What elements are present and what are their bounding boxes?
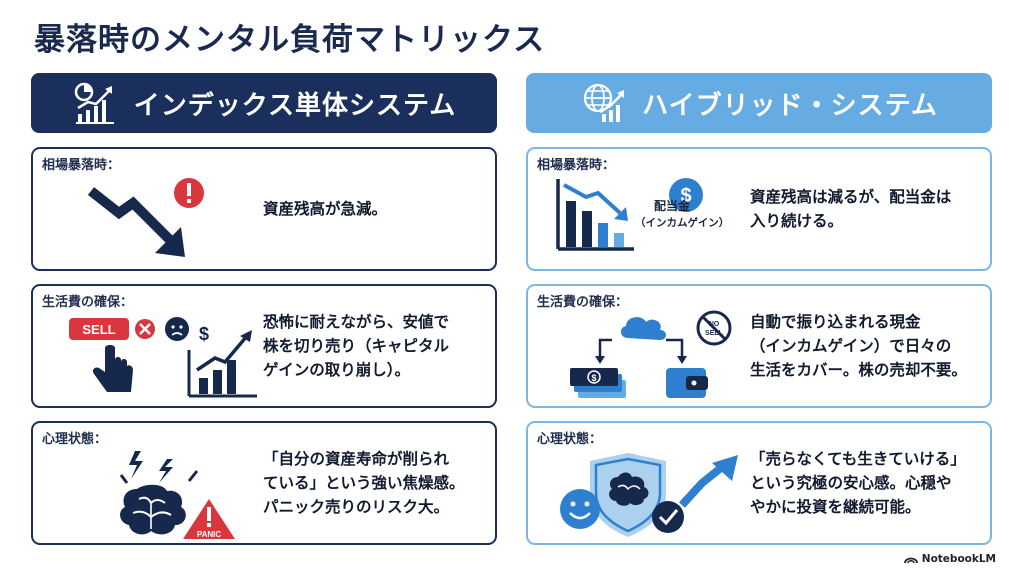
card-text: 「売らなくても生きていける」 という究極の安心感。心穏や やかに投資を継続可能。 — [750, 449, 966, 516]
page-title: 暴落時のメンタル負荷マトリックス — [34, 22, 546, 58]
left-column-title: インデックス単体システム — [133, 90, 457, 121]
card-text: 資産残高は減るが、配当金は 入り続ける。 — [750, 187, 952, 230]
panic-label: PANIC — [197, 530, 222, 539]
sell-label: SELL — [82, 322, 115, 337]
notebooklm-logo: NotebookLM — [903, 553, 996, 565]
card-text: 「自分の資産寿命が削られ ている」という強い焦燥感。 パニック売りのリスク大。 — [263, 449, 465, 516]
card-label: 心理状態： — [537, 432, 603, 447]
left-card-living-cost: 生活費の確保： SELL $ 恐怖に耐えながら、安値で 株を切り売り（キャピタル… — [31, 284, 497, 408]
card-label: 生活費の確保： — [537, 295, 629, 310]
declining-bars-dividend-icon: $ — [556, 178, 703, 251]
card-text: 資産残高が急減。 — [263, 199, 388, 218]
left-column-header: インデックス単体システム — [31, 73, 497, 133]
left-card-market-crash: 相場暴落時： 資産残高が急減。 — [31, 147, 497, 271]
card-text: 恐怖に耐えながら、安値で 株を切り売り（キャピタル ゲインの取り崩し）。 — [263, 312, 450, 379]
left-card-mental-state: 心理状態： PANIC 「自分の資産寿命が削られ ている」という強い焦燥感。 パ… — [31, 421, 497, 545]
logo-text: NotebookLM — [921, 553, 996, 565]
income-gain-caption: （インカムゲイン） — [635, 217, 730, 229]
cash-cloud-wallet-icon: $ NO SELL — [570, 310, 732, 398]
card-label: 相場暴落時： — [537, 158, 616, 173]
right-card-market-crash: 相場暴落時： $ 配当金 （インカムゲイン） 資産残高は減るが、配当金は 入り続… — [526, 147, 992, 271]
svg-text:$: $ — [199, 324, 209, 344]
card-label: 生活費の確保： — [42, 295, 134, 310]
chart-growth-icon — [74, 82, 114, 124]
right-column-title: ハイブリッド・システム — [642, 90, 938, 121]
shield-brain-smile-icon — [560, 453, 738, 537]
no-sell-label-1: NO — [709, 321, 720, 328]
notebooklm-logo-icon — [903, 557, 918, 564]
right-column-header: ハイブリッド・システム — [526, 73, 992, 133]
card-text: 自動で振り込まれる現金 （インカムゲイン）で日々の 生活をカバー。株の売却不要。 — [750, 312, 967, 379]
sell-button-click-icon: SELL $ — [69, 317, 257, 398]
svg-text:$: $ — [680, 185, 691, 207]
right-card-mental-state: 心理状態： 「売らなくても生きていける」 という究極の安心感。心穏や やかに投資… — [526, 421, 992, 545]
card-label: 心理状態： — [42, 432, 108, 447]
right-card-living-cost: 生活費の確保： $ NO SELL 自動で振り込まれる現金 （インカムゲイン）で… — [526, 284, 992, 408]
svg-text:$: $ — [591, 373, 596, 383]
globe-chart-icon — [584, 83, 625, 122]
dividend-caption: 配当金 — [653, 199, 690, 213]
down-arrow-alert-icon — [87, 178, 204, 257]
no-sell-label-2: SELL — [705, 330, 724, 337]
card-label: 相場暴落時： — [42, 158, 121, 173]
panic-brain-icon: PANIC — [119, 451, 235, 539]
